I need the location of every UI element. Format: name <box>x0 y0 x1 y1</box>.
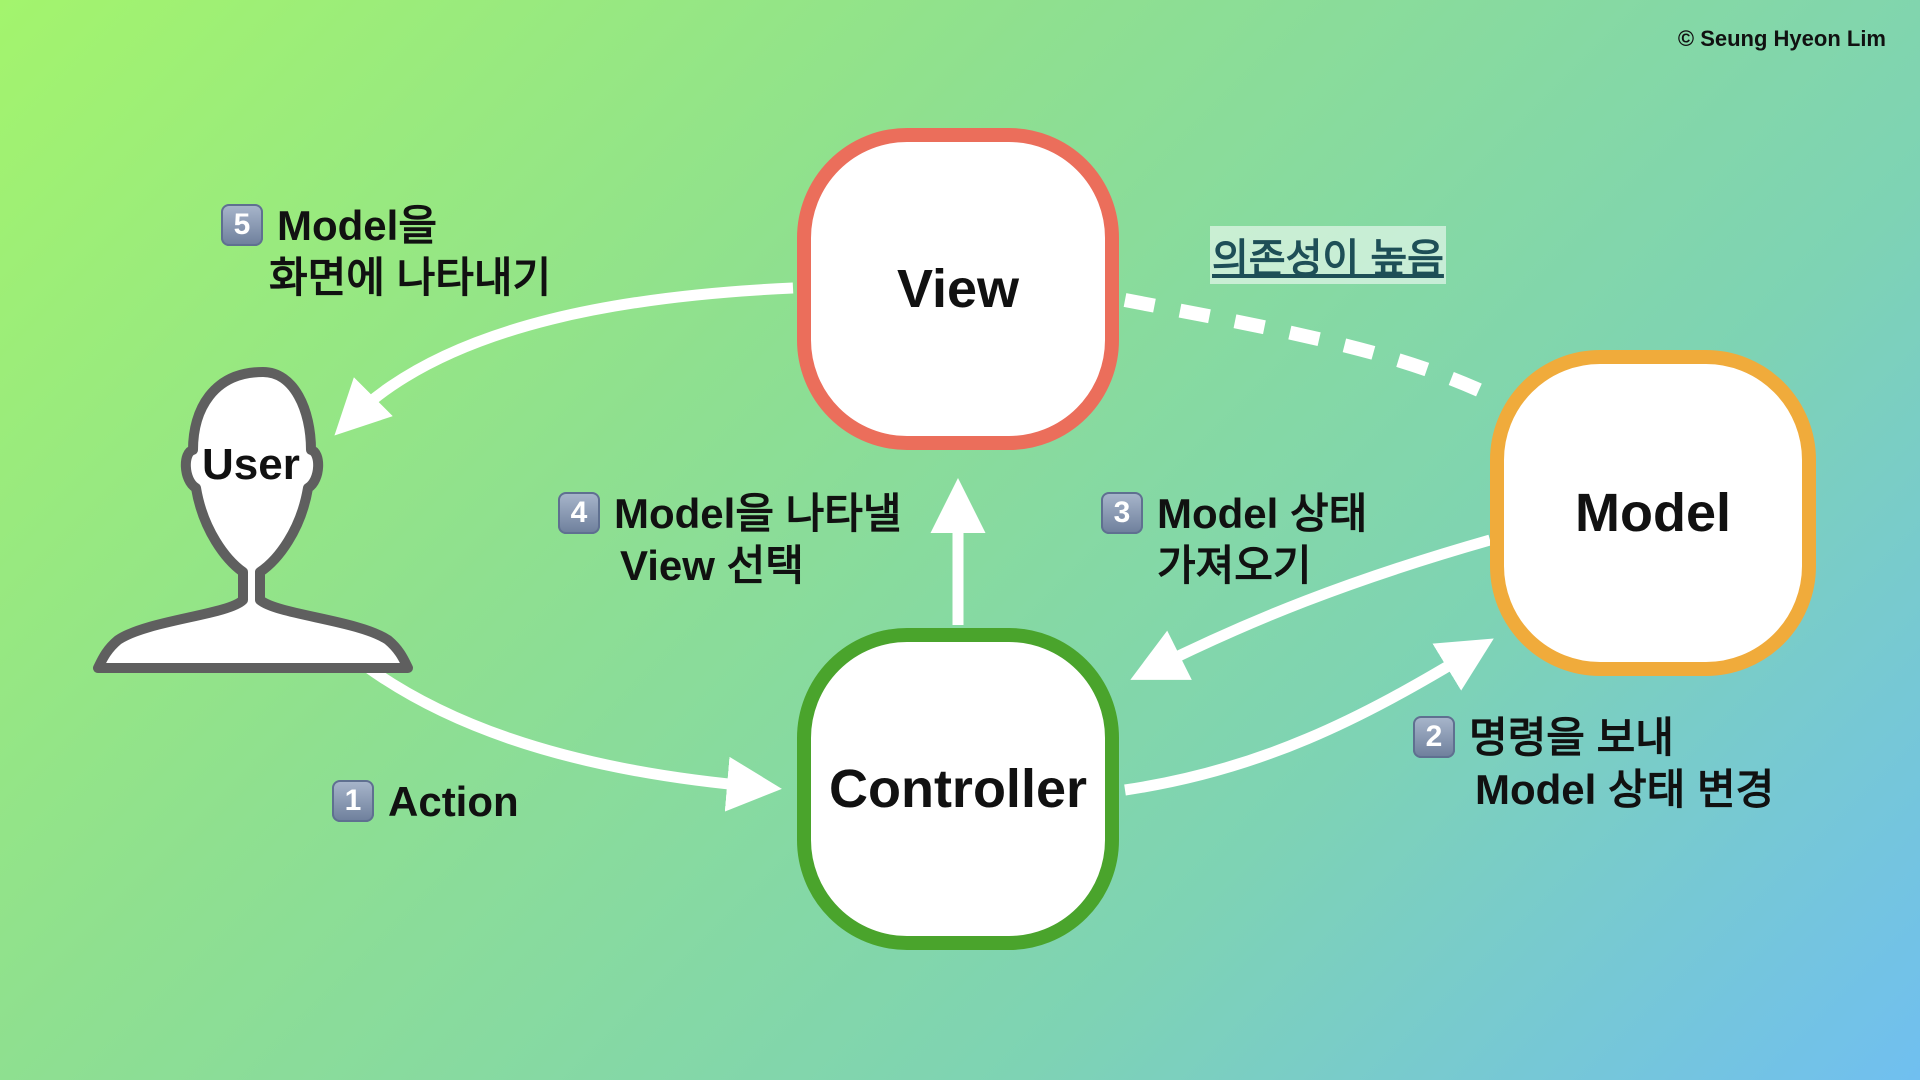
user-label: User <box>202 440 300 489</box>
step-5-line-1: Model을 <box>277 202 437 249</box>
step-5-label: 5 Model을 화면에 나타내기 <box>221 200 551 304</box>
step-2-badge: 2 <box>1413 715 1455 758</box>
step-1-line-1: Action <box>388 778 519 825</box>
step-2-label: 2 명령을 보내 Model 상태 변경 <box>1413 712 1774 816</box>
step-4-badge: 4 <box>558 491 600 534</box>
step-3-label: 3 Model 상태 가져오기 <box>1101 488 1367 592</box>
model-label: Model <box>1575 483 1731 543</box>
step-3-line-2: 가져오기 <box>1157 542 1312 589</box>
step-4-line-2: View 선택 <box>620 542 804 589</box>
step-5-badge: 5 <box>221 203 263 246</box>
step-2-line-1: 명령을 보내 <box>1469 714 1674 761</box>
arrow-model-to-controller <box>1130 534 1492 680</box>
arrow-user-to-controller <box>341 645 782 812</box>
dependency-line <box>1123 293 1504 407</box>
step-1-label: 1 Action <box>332 776 519 828</box>
controller-node: Controller <box>797 628 1119 950</box>
step-4-line-1: Model을 나타낼 <box>614 490 902 537</box>
step-4-label: 4 Model을 나타낼 View 선택 <box>558 488 902 592</box>
step-5-line-2: 화면에 나타내기 <box>269 254 552 301</box>
step-3-badge: 3 <box>1101 491 1143 534</box>
model-node: Model <box>1490 350 1816 676</box>
copyright-text: © Seung Hyeon Lim <box>1677 26 1886 51</box>
step-2-line-2: Model 상태 변경 <box>1475 766 1775 813</box>
user-silhouette <box>93 367 413 673</box>
step-3-line-1: Model 상태 <box>1157 490 1368 537</box>
step-1-badge: 1 <box>332 779 374 822</box>
arrow-controller-to-model <box>1124 638 1494 796</box>
view-node: View <box>797 128 1119 450</box>
view-label: View <box>896 259 1020 319</box>
arrow-view-to-user <box>334 282 794 436</box>
dependency-label: 의존성이 높음 <box>1210 226 1446 284</box>
controller-label: Controller <box>828 759 1087 819</box>
